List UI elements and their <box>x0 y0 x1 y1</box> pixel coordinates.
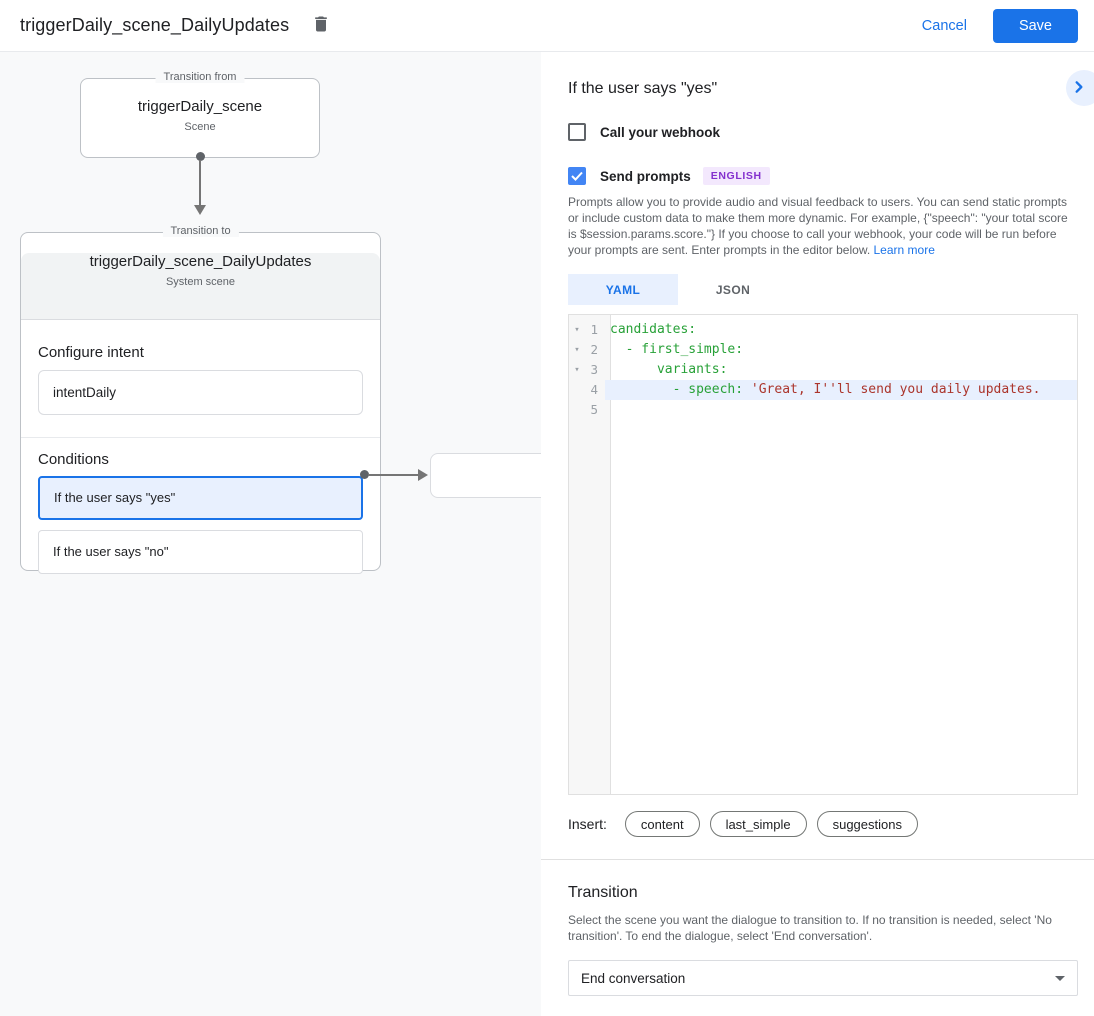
transition-to-legend: Transition to <box>162 225 239 237</box>
from-scene-name: triggerDaily_scene <box>137 98 263 115</box>
transition-title: Transition <box>568 884 638 901</box>
editor-gutter <box>569 315 611 794</box>
line-number: 5 <box>590 402 598 417</box>
webhook-label: Call your webhook <box>600 124 721 140</box>
prompts-description: Prompts allow you to provide audio and v… <box>568 194 1078 258</box>
condition-item[interactable]: If the user says "no" <box>38 530 363 574</box>
yaml-key: candidates: <box>610 322 697 337</box>
conditions-list: If the user says "yes" If the user says "… <box>38 476 363 574</box>
webhook-checkbox-row[interactable]: Call your webhook <box>568 122 1078 142</box>
fold-toggle-icon[interactable]: ▾ <box>574 365 580 375</box>
collapse-panel-button[interactable] <box>1066 70 1094 106</box>
arrow-down-icon <box>194 205 206 215</box>
insert-buttons: content last_simple suggestions <box>615 811 918 837</box>
card-divider <box>21 437 380 438</box>
connector-line-vertical <box>199 160 201 205</box>
code-editor[interactable]: ▾ 1 candidates: ▾ 2 - first_simple: ▾ 3 varian… <box>568 314 1078 795</box>
save-button[interactable]: Save <box>992 8 1078 43</box>
fold-gutter <box>569 380 585 400</box>
conditions-label: Conditions <box>38 451 109 468</box>
yaml-key: - first_simple: <box>610 342 744 357</box>
code-line[interactable] <box>605 400 1077 420</box>
insert-label: Insert: <box>568 816 607 832</box>
send-prompts-label: Send prompts <box>600 168 691 184</box>
send-prompts-checkbox-row[interactable]: Send prompts ENGLISH <box>568 166 1078 186</box>
transition-select[interactable]: End conversation <box>568 960 1078 996</box>
insert-last_simple-button[interactable]: last_simple <box>709 811 807 837</box>
connector-line-horizontal <box>368 474 420 476</box>
checkbox-unchecked-icon[interactable] <box>568 123 586 141</box>
insert-content-button[interactable]: content <box>624 811 700 837</box>
line-number: 2 <box>590 342 598 357</box>
prompts-description-text: Prompts allow you to provide audio and v… <box>568 195 1068 257</box>
transition-from-legend: Transition from <box>155 71 245 83</box>
line-number: 4 <box>590 382 598 397</box>
delete-scene-button[interactable] <box>307 10 335 41</box>
fold-gutter <box>569 400 585 420</box>
transition-description: Select the scene you want the dialogue t… <box>568 913 1052 943</box>
scene-canvas: Transition from triggerDaily_scene Scene… <box>0 52 541 1016</box>
to-scene-name: triggerDaily_scene_DailyUpdates <box>89 253 312 270</box>
trash-icon <box>311 14 331 37</box>
language-badge: ENGLISH <box>702 167 770 185</box>
code-line[interactable]: - first_simple: <box>605 340 1077 360</box>
page-title: triggerDaily_scene_DailyUpdates <box>20 15 290 35</box>
to-scene-header[interactable]: triggerDaily_scene_DailyUpdates System s… <box>21 253 380 320</box>
fold-toggle-icon[interactable]: ▾ <box>574 325 580 335</box>
condition-item[interactable]: If the user says "yes" <box>38 476 363 520</box>
fold-toggle-icon[interactable]: ▾ <box>574 345 580 355</box>
from-scene-type: Scene <box>184 121 216 133</box>
arrow-right-icon <box>418 469 428 481</box>
detail-panel: If the user says "yes" Call your webhook… <box>541 52 1094 1016</box>
line-number: 3 <box>590 362 598 377</box>
caret-down-icon <box>1055 975 1065 981</box>
linked-scene-node[interactable] <box>430 453 541 498</box>
checkbox-checked-icon[interactable] <box>568 167 586 185</box>
panel-divider <box>541 859 1094 860</box>
transition-from-node[interactable]: Transition from triggerDaily_scene Scene <box>80 71 320 158</box>
to-scene-type: System scene <box>165 276 236 288</box>
panel-title: If the user says "yes" <box>568 80 718 97</box>
code-line[interactable]: candidates: <box>605 320 1077 340</box>
yaml-key: variants: <box>610 362 728 377</box>
tab-yaml[interactable]: YAML <box>568 274 678 305</box>
yaml-string: 'Great, I''ll send you daily updates. <box>750 382 1041 397</box>
connector-dot <box>360 470 369 479</box>
intent-input[interactable]: intentDaily <box>38 370 363 415</box>
line-number: 1 <box>590 322 598 337</box>
learn-more-link[interactable]: Learn more <box>873 243 935 257</box>
configure-intent-label: Configure intent <box>38 344 144 361</box>
top-bar: triggerDaily_scene_DailyUpdates Cancel S… <box>0 0 1094 52</box>
transition-select-value: End conversation <box>581 970 686 986</box>
cancel-button[interactable]: Cancel <box>921 17 967 34</box>
tab-json[interactable]: JSON <box>678 274 788 305</box>
yaml-key: - speech: <box>610 382 751 397</box>
code-lines: ▾ 1 candidates: ▾ 2 - first_simple: ▾ 3 varian… <box>569 315 1077 420</box>
connector-dot <box>196 152 205 161</box>
insert-row: Insert: content last_simple suggestions <box>568 811 1078 837</box>
transition-to-card: Transition to triggerDaily_scene_DailyUp… <box>20 225 381 574</box>
code-line[interactable]: - speech: 'Great, I''ll send you daily u… <box>605 380 1077 400</box>
insert-suggestions-button[interactable]: suggestions <box>816 811 918 837</box>
chevron-right-icon <box>1072 80 1086 97</box>
code-line[interactable]: variants: <box>605 360 1077 380</box>
